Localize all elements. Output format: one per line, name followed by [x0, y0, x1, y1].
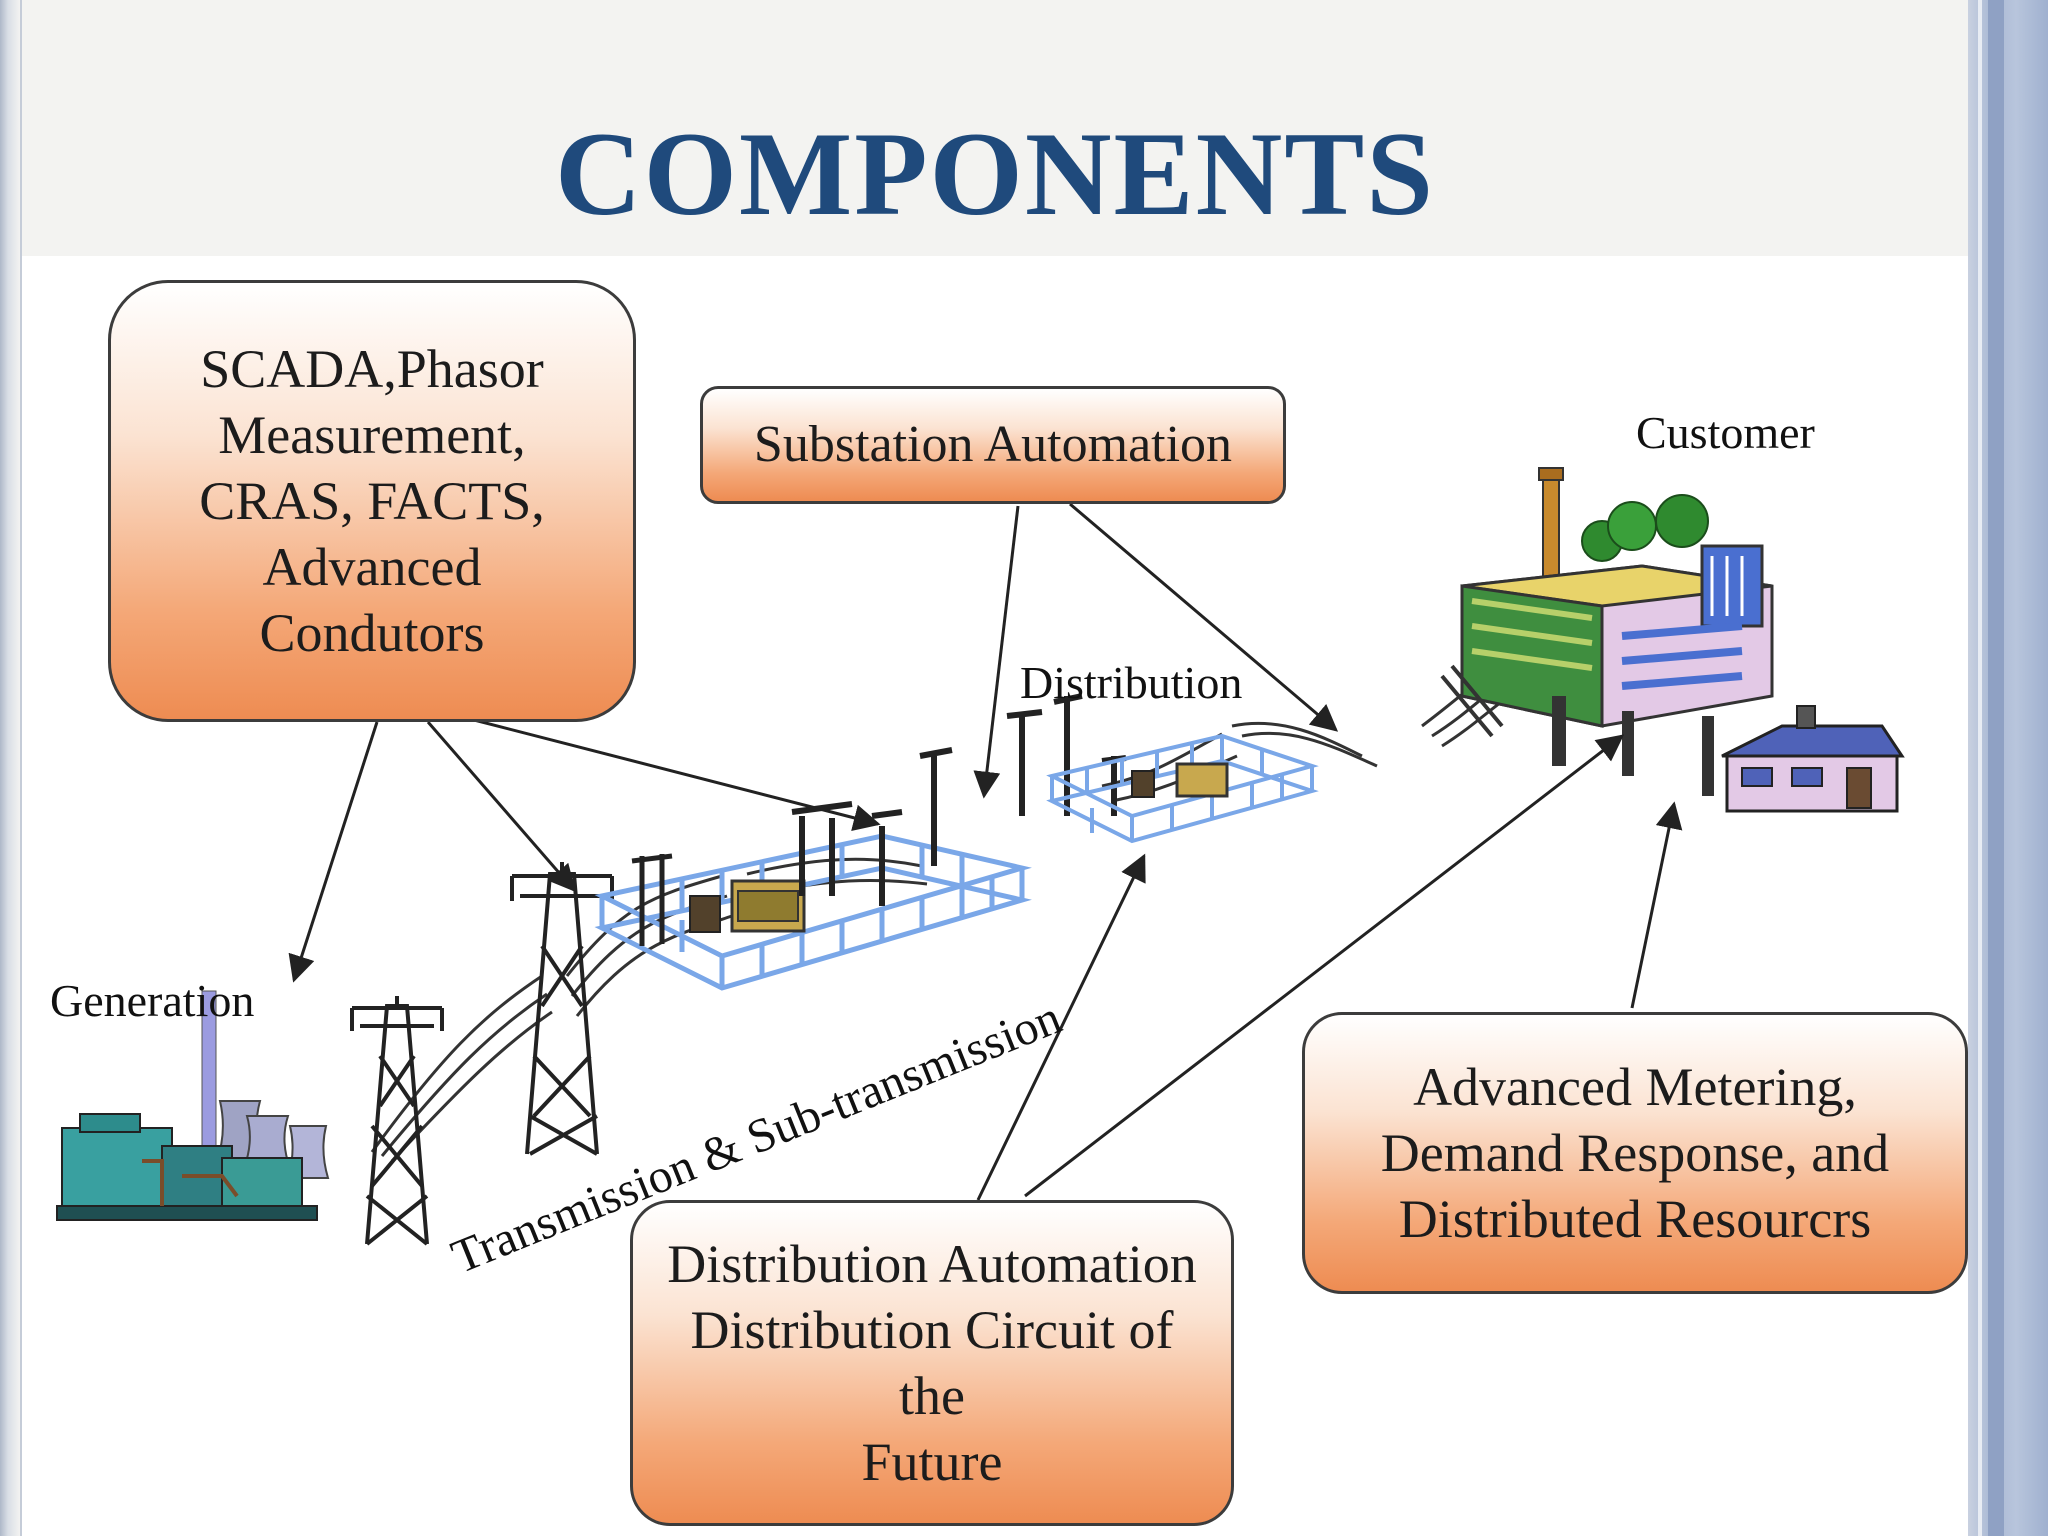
power-plant-icon: [56, 990, 330, 1221]
generation-label: Generation: [50, 975, 255, 1026]
grid-components-diagram: Generation Transmission & Sub-transmissi…: [22, 256, 1990, 1536]
transmission-tower-icon: [350, 996, 444, 1246]
substation-automation-callout: Substation Automation: [700, 386, 1286, 504]
title-band: [22, 0, 1968, 256]
substation-automation-callout-text: Substation Automation: [753, 416, 1233, 473]
wide-area-callout: SCADA,Phasor Measurement, CRAS, FACTS, A…: [108, 280, 636, 722]
connector-arrows: [288, 502, 1683, 1201]
house-icon: [1702, 705, 1905, 813]
distribution-label: Distribution: [1020, 657, 1243, 708]
diagram-artwork: [56, 467, 1905, 1246]
distribution-automation-callout: Distribution Automation Distribution Cir…: [630, 1200, 1234, 1526]
customer-label: Customer: [1636, 407, 1815, 458]
slide-right-edge: [1968, 0, 2048, 1536]
wide-area-callout-text: SCADA,Phasor Measurement, CRAS, FACTS, A…: [199, 339, 545, 663]
advanced-metering-callout: Advanced Metering, Demand Response, and …: [1302, 1012, 1968, 1294]
substation-icon: [594, 833, 1032, 991]
page-title: COMPONENTS: [554, 107, 1436, 240]
factory-icon: [1440, 467, 1774, 776]
advanced-metering-callout-text: Advanced Metering, Demand Response, and …: [1380, 1057, 1890, 1249]
substation-icon: [1046, 733, 1319, 844]
distribution-automation-callout-text: Distribution Automation Distribution Cir…: [667, 1234, 1197, 1492]
slide-left-edge: [0, 0, 22, 1536]
